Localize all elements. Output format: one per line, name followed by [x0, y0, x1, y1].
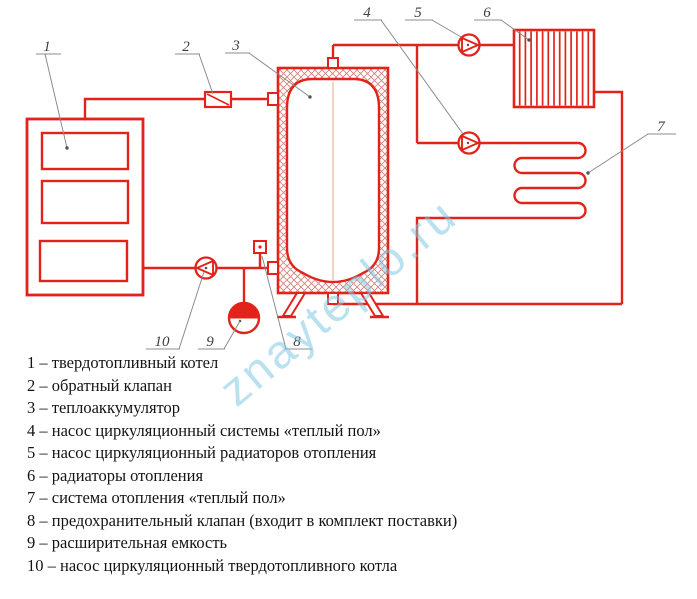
legend-item-2: 2 – обратный клапан [27, 375, 172, 395]
legend-item-3: 3 – теплоаккумулятор [27, 398, 181, 417]
callout-4: 4 [363, 5, 371, 21]
callout-dots [65, 38, 590, 175]
legend-item-6: 6 – радиаторы отопления [27, 465, 204, 485]
legend-item-1: 1 – твердотопливный котел [27, 353, 219, 372]
pump-radiators-icon [457, 33, 481, 57]
legend-item-5: 5 – насос циркуляционный радиаторов отоп… [27, 443, 377, 462]
callouts [36, 19, 676, 350]
expansion-tank-icon [227, 301, 261, 335]
callout-2: 2 [182, 39, 190, 55]
callout-7: 7 [657, 119, 666, 135]
callout-numbers: 1 2 3 4 5 6 7 8 9 10 [43, 5, 666, 350]
callout-6: 6 [483, 5, 491, 21]
underfloor-coil [415, 141, 587, 304]
tank-left-bottom-fitting [267, 261, 279, 275]
callout-8: 8 [293, 334, 301, 350]
callout-3: 3 [231, 38, 240, 54]
pump-boiler-icon [194, 256, 218, 280]
callout-9: 9 [206, 334, 214, 350]
heat-accumulator-tank [267, 57, 390, 319]
legend-item-10: 10 – насос циркуляционный твердотопливно… [27, 555, 398, 575]
callout-5: 5 [414, 5, 422, 21]
legend: 1 – твердотопливный котел 2 – обратный к… [27, 352, 667, 577]
safety-valve-icon [253, 240, 267, 254]
tank-left-top-fitting [267, 92, 279, 106]
heating-scheme-diagram: 1 2 3 4 5 6 7 8 9 10 [25, 5, 676, 350]
legend-item-7: 7 – система отопления «теплый пол» [27, 488, 286, 507]
legend-item-8: 8 – предохранительный клапан (входит в к… [27, 510, 458, 530]
radiator [512, 28, 596, 109]
pump-underfloor-icon [457, 131, 481, 155]
tank-legs [277, 292, 389, 319]
solid-fuel-boiler [25, 117, 145, 297]
legend-item-4: 4 – насос циркуляционный системы «теплый… [27, 420, 381, 440]
tank-bottom-fitting [327, 292, 339, 305]
pipe-network [83, 43, 624, 306]
tank-top-fitting [327, 57, 339, 69]
radiator-fins [518, 31, 590, 106]
pipe-boiler-supply [83, 97, 205, 119]
pipe-radiator-return [594, 90, 624, 304]
callout-10: 10 [155, 334, 171, 350]
callout-1: 1 [43, 39, 51, 55]
check-valve-icon [203, 90, 233, 109]
legend-item-9: 9 – расширительная емкость [27, 533, 228, 552]
